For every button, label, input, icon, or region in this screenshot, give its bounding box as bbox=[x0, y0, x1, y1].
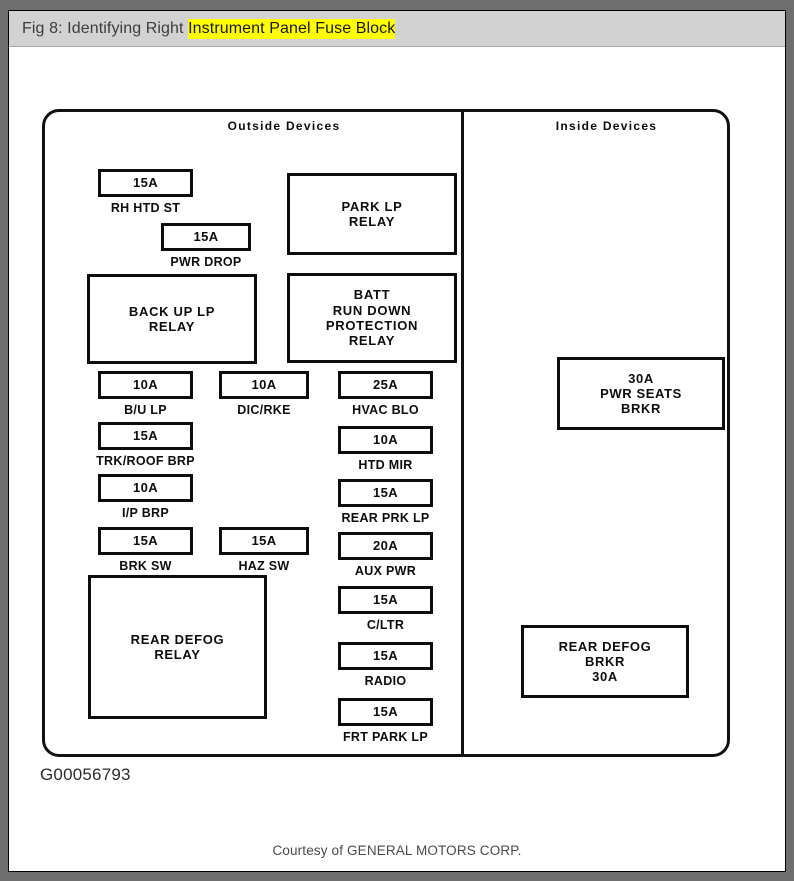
fuse-aux-pwr[interactable]: 20A bbox=[338, 532, 433, 560]
relay-rear-defog[interactable]: REAR DEFOG RELAY bbox=[88, 575, 267, 719]
fuse-label-bu-lp: B/U LP bbox=[124, 403, 167, 417]
breaker-line: REAR DEFOG bbox=[558, 638, 652, 654]
fuse-frt-park-lp[interactable]: 15A bbox=[338, 698, 433, 726]
breaker-line: 30A bbox=[628, 370, 654, 386]
fuse-label-rh-htd-st: RH HTD ST bbox=[110, 201, 181, 215]
relay-line: RELAY bbox=[154, 647, 201, 662]
fuse-c-ltr[interactable]: 15A bbox=[338, 586, 433, 614]
relay-park-lp[interactable]: PARK LP RELAY bbox=[287, 173, 457, 255]
fuse-label-aux-pwr: AUX PWR bbox=[354, 564, 417, 578]
fuse-label-brk-sw: BRK SW bbox=[119, 559, 172, 573]
fuse-htd-mir[interactable]: 10A bbox=[338, 426, 433, 454]
fuse-label-trk-roof-brp: TRK/ROOF BRP bbox=[96, 454, 195, 468]
fuse-haz-sw[interactable]: 15A bbox=[219, 527, 309, 555]
relay-batt-run-down-protection[interactable]: BATT RUN DOWN PROTECTION RELAY bbox=[287, 273, 457, 363]
fuse-label-hvac-blo: HVAC BLO bbox=[352, 403, 419, 417]
relay-line: RELAY bbox=[348, 214, 396, 229]
relay-line: RELAY bbox=[348, 333, 396, 349]
breaker-rear-defog[interactable]: REAR DEFOG BRKR 30A bbox=[521, 625, 689, 698]
fuse-bu-lp[interactable]: 10A bbox=[98, 371, 193, 399]
breaker-line: BRKR bbox=[585, 653, 625, 669]
breaker-pwr-seats[interactable]: 30A PWR SEATS BRKR bbox=[557, 357, 725, 430]
inside-devices-title: Inside Devices bbox=[555, 119, 658, 133]
fuse-radio[interactable]: 15A bbox=[338, 642, 433, 670]
fuse-label-haz-sw: HAZ SW bbox=[238, 559, 290, 573]
figure-id: G00056793 bbox=[40, 765, 131, 784]
relay-line: RELAY bbox=[148, 319, 196, 334]
fuse-block-diagram: Outside Devices Inside Devices PARK LP R… bbox=[9, 47, 785, 871]
fuse-label-ip-brp: I/P BRP bbox=[121, 506, 170, 520]
outside-devices-title: Outside Devices bbox=[227, 119, 341, 133]
fuse-label-radio: RADIO bbox=[364, 674, 407, 688]
relay-back-up-lp[interactable]: BACK UP LP RELAY bbox=[87, 274, 257, 364]
fuse-label-pwr-drop: PWR DROP bbox=[170, 255, 242, 269]
courtesy-note: Courtesy of GENERAL MOTORS CORP. bbox=[272, 843, 522, 858]
relay-line: BACK UP LP bbox=[128, 303, 216, 319]
fuse-block-outline bbox=[42, 109, 730, 757]
figure-caption-bar: Fig 8: Identifying Right Instrument Pane… bbox=[9, 11, 785, 47]
document-sheet: Fig 8: Identifying Right Instrument Pane… bbox=[8, 10, 786, 872]
figure-caption-highlight: Instrument Panel Fuse Block bbox=[188, 19, 396, 39]
fuse-trk-roof-brp[interactable]: 15A bbox=[98, 422, 193, 450]
fuse-label-dic-rke: DIC/RKE bbox=[237, 403, 291, 417]
breaker-line: 30A bbox=[592, 669, 618, 685]
relay-line: PROTECTION bbox=[325, 318, 419, 333]
relay-line: RUN DOWN bbox=[332, 302, 412, 318]
figure-caption: Fig 8: Identifying Right Instrument Pane… bbox=[22, 19, 396, 39]
fuse-pwr-drop[interactable]: 15A bbox=[161, 223, 251, 251]
fuse-rh-htd-st[interactable]: 15A bbox=[98, 169, 193, 197]
relay-line: BATT bbox=[353, 287, 391, 303]
fuse-label-htd-mir: HTD MIR bbox=[358, 458, 413, 472]
fuse-brk-sw[interactable]: 15A bbox=[98, 527, 193, 555]
figure-caption-prefix: Fig 8: Identifying Right bbox=[22, 20, 189, 37]
fuse-rear-prk-lp[interactable]: 15A bbox=[338, 479, 433, 507]
breaker-line: PWR SEATS bbox=[600, 385, 682, 401]
breaker-line: BRKR bbox=[621, 401, 661, 417]
fuse-label-c-ltr: C/LTR bbox=[366, 618, 405, 632]
relay-line: PARK LP bbox=[341, 198, 403, 214]
fuse-hvac-blo[interactable]: 25A bbox=[338, 371, 433, 399]
fuse-label-rear-prk-lp: REAR PRK LP bbox=[341, 511, 430, 525]
fuse-ip-brp[interactable]: 10A bbox=[98, 474, 193, 502]
relay-line: REAR DEFOG bbox=[130, 631, 225, 647]
fuse-dic-rke[interactable]: 10A bbox=[219, 371, 309, 399]
fuse-label-frt-park-lp: FRT PARK LP bbox=[342, 730, 428, 744]
fuse-block-divider bbox=[461, 109, 464, 757]
